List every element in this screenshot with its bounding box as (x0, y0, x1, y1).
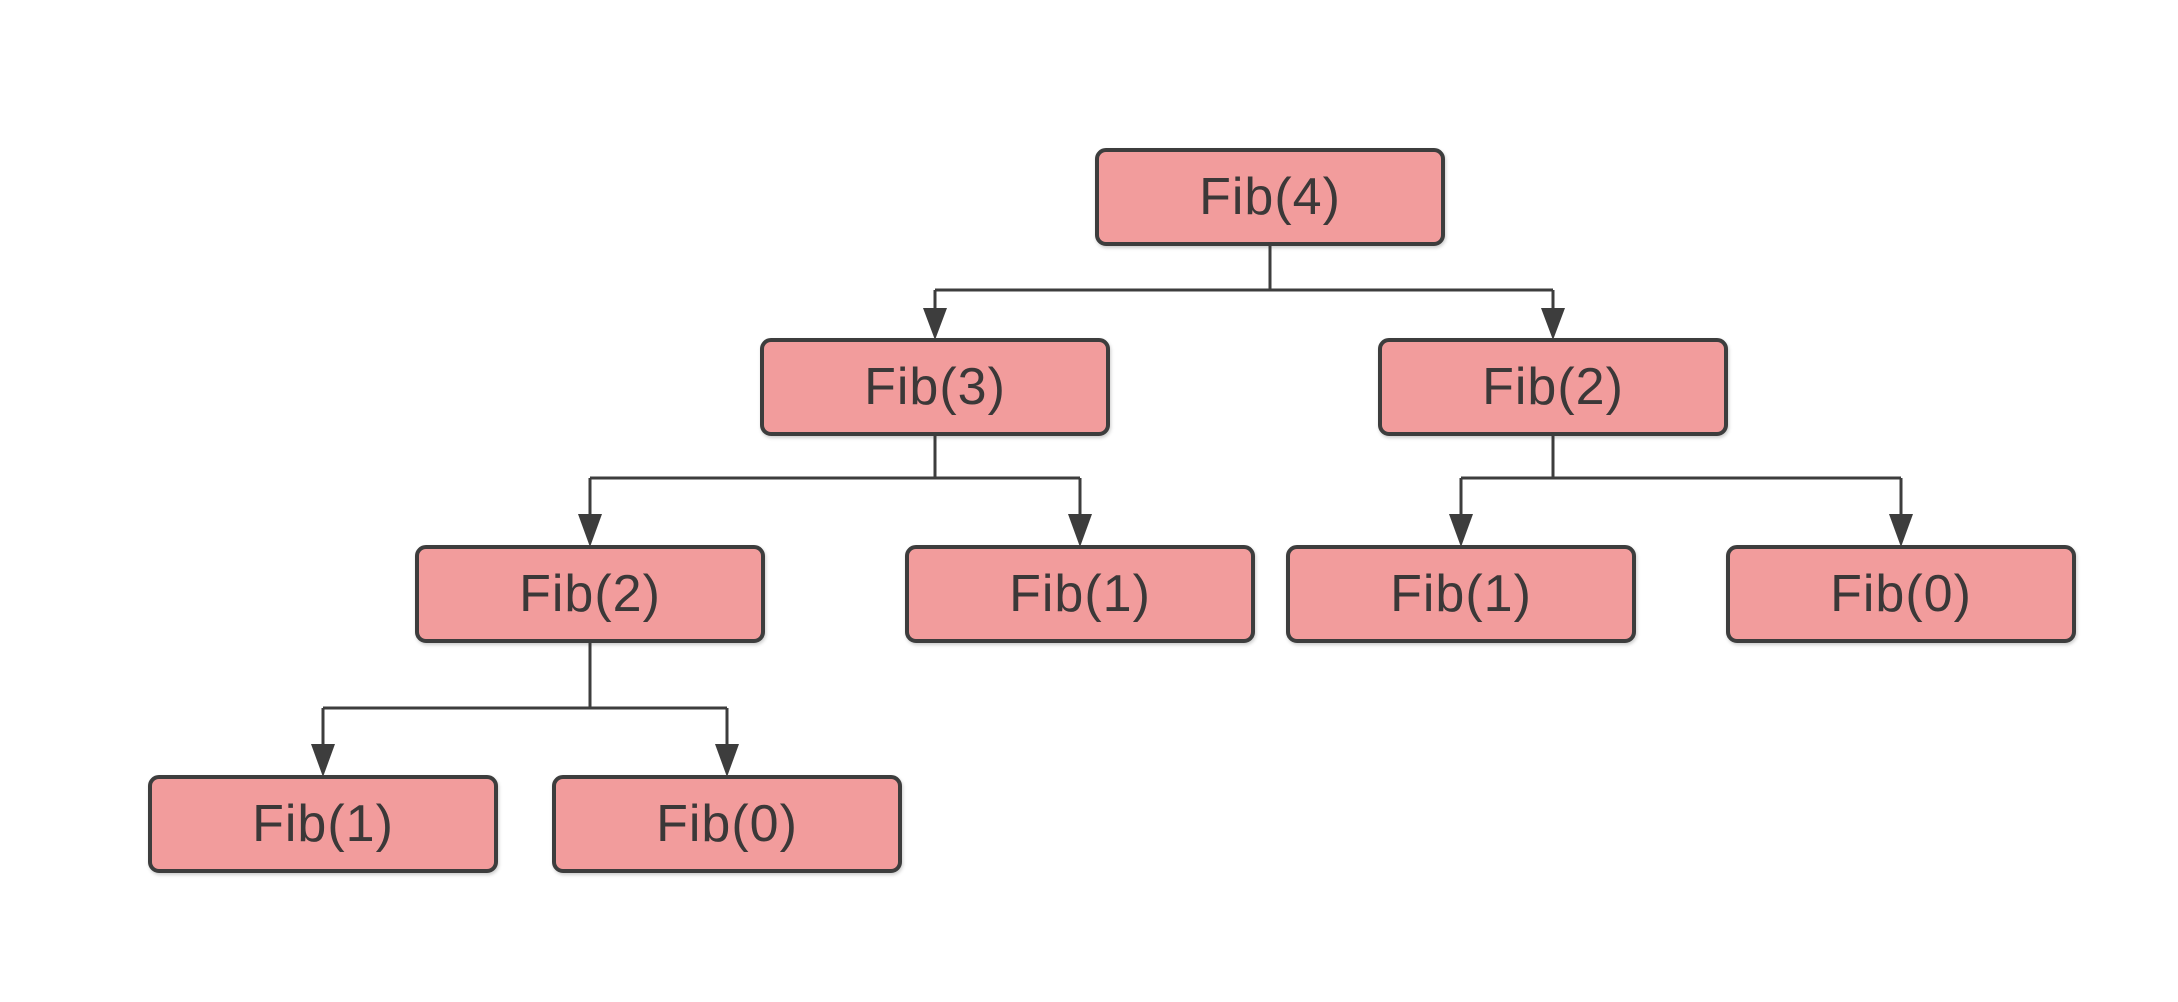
arrowhead-fib1-mid (1068, 514, 1092, 547)
arrowhead-fib0-bottom (715, 744, 739, 777)
tree-node-fib0-right[interactable]: Fib(0) (1726, 545, 2076, 643)
arrowhead-fib1-bottom (311, 744, 335, 777)
tree-node-fib1-bottom[interactable]: Fib(1) (148, 775, 498, 873)
tree-node-fib2-left[interactable]: Fib(2) (415, 545, 765, 643)
tree-node-label: Fib(1) (1009, 565, 1151, 623)
tree-node-label: Fib(1) (1390, 565, 1532, 623)
arrowhead-fib2-left (578, 514, 602, 547)
tree-node-label: Fib(0) (656, 795, 798, 853)
arrowhead-fib1-right (1449, 514, 1473, 547)
tree-node-label: Fib(2) (1482, 358, 1624, 416)
tree-node-label: Fib(4) (1199, 168, 1341, 226)
tree-node-fib0-bottom[interactable]: Fib(0) (552, 775, 902, 873)
tree-node-fib2-right[interactable]: Fib(2) (1378, 338, 1728, 436)
tree-node-label: Fib(2) (519, 565, 661, 623)
arrowhead-fib2-right (1541, 308, 1565, 340)
tree-node-fib4[interactable]: Fib(4) (1095, 148, 1445, 246)
tree-node-label: Fib(1) (252, 795, 394, 853)
tree-node-fib1-right[interactable]: Fib(1) (1286, 545, 1636, 643)
tree-node-fib3[interactable]: Fib(3) (760, 338, 1110, 436)
tree-node-fib1-mid[interactable]: Fib(1) (905, 545, 1255, 643)
arrowhead-fib3 (923, 308, 947, 340)
arrowhead-fib0-right (1889, 514, 1913, 547)
tree-node-label: Fib(3) (864, 358, 1006, 416)
tree-node-label: Fib(0) (1830, 565, 1972, 623)
